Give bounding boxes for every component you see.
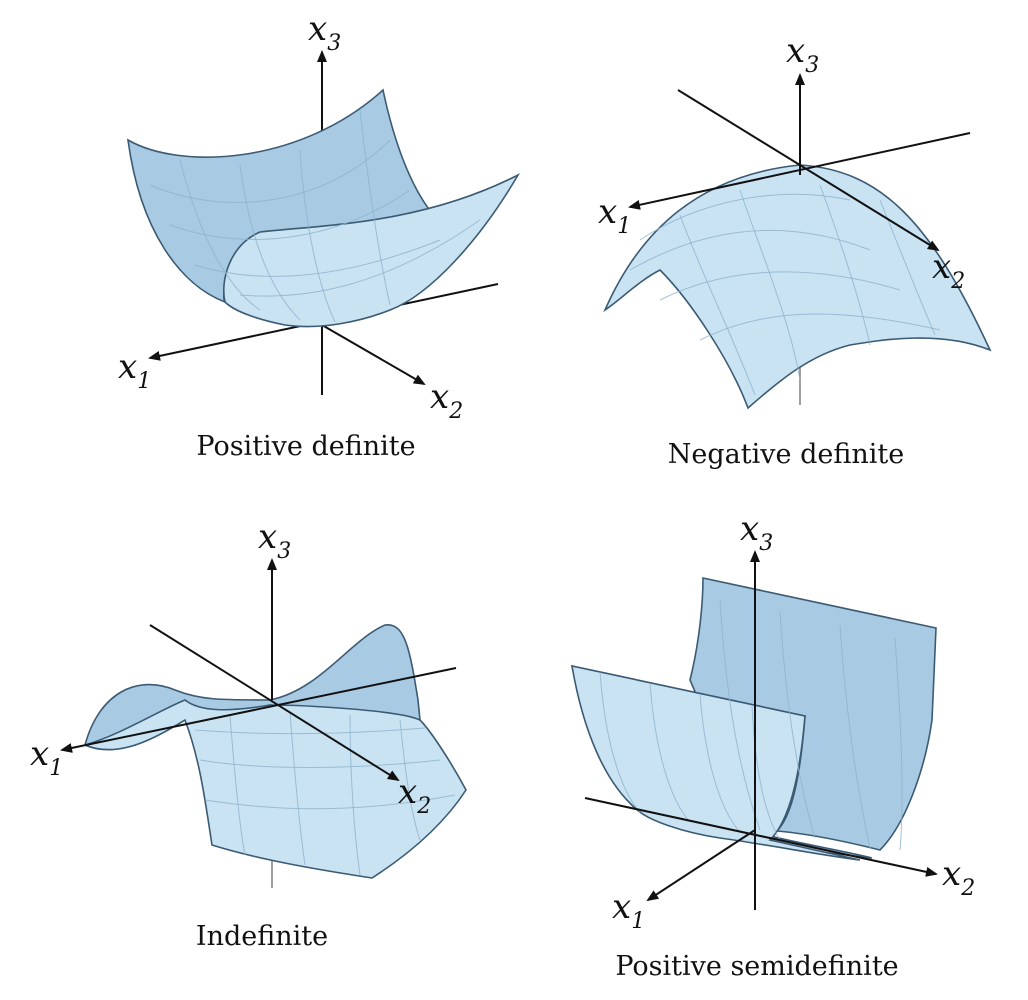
x1-label: x1 bbox=[612, 887, 645, 934]
x1-axis bbox=[628, 132, 971, 210]
saddle-grid-lines bbox=[229, 711, 421, 876]
cap-surface bbox=[603, 164, 992, 410]
x2-label: x2 bbox=[398, 772, 431, 819]
caption-positive-semidefinite: Positive semidefinite bbox=[615, 951, 898, 982]
saddle-grid bbox=[194, 727, 456, 810]
x3-label: x3 bbox=[786, 31, 819, 78]
x2-axis bbox=[677, 89, 940, 252]
caption-negative-definite: Negative definite bbox=[668, 439, 904, 470]
cap-grid-lines bbox=[679, 184, 936, 396]
bowl-front-surface bbox=[223, 173, 521, 328]
bowl-grid-lines bbox=[179, 109, 391, 323]
panel-positive-semidefinite: x3 x1 x2 Positive semidefinite bbox=[570, 509, 975, 982]
x2-axis bbox=[321, 324, 426, 386]
caption-positive-definite: Positive definite bbox=[196, 431, 415, 462]
x2-label: x2 bbox=[932, 247, 965, 294]
x1-label: x1 bbox=[598, 192, 631, 239]
caption-indefinite: Indefinite bbox=[196, 921, 328, 952]
x1-axis bbox=[60, 667, 457, 753]
x1-axis bbox=[646, 829, 756, 902]
x3-label: x3 bbox=[740, 509, 773, 556]
x2-axis bbox=[584, 797, 938, 877]
x1-label: x1 bbox=[118, 347, 151, 394]
panel-negative-definite: x3 x1 x2 Negative definite bbox=[598, 31, 992, 470]
x3-label: x3 bbox=[308, 9, 341, 56]
trough-grid-back bbox=[719, 599, 903, 851]
panel-indefinite: x3 x1 x2 Indefinite bbox=[30, 517, 467, 952]
x2-label: x2 bbox=[942, 854, 975, 901]
saddle-front-surface bbox=[82, 699, 467, 879]
panel-positive-definite: x3 x1 x2 Positive definite bbox=[118, 9, 521, 462]
cap-grid bbox=[629, 193, 941, 341]
trough-grid-front bbox=[599, 671, 781, 841]
x2-axis bbox=[149, 624, 400, 782]
x3-label: x3 bbox=[258, 517, 291, 564]
x2-label: x2 bbox=[430, 377, 463, 424]
x1-label: x1 bbox=[30, 734, 63, 781]
bowl-grid bbox=[149, 139, 481, 297]
